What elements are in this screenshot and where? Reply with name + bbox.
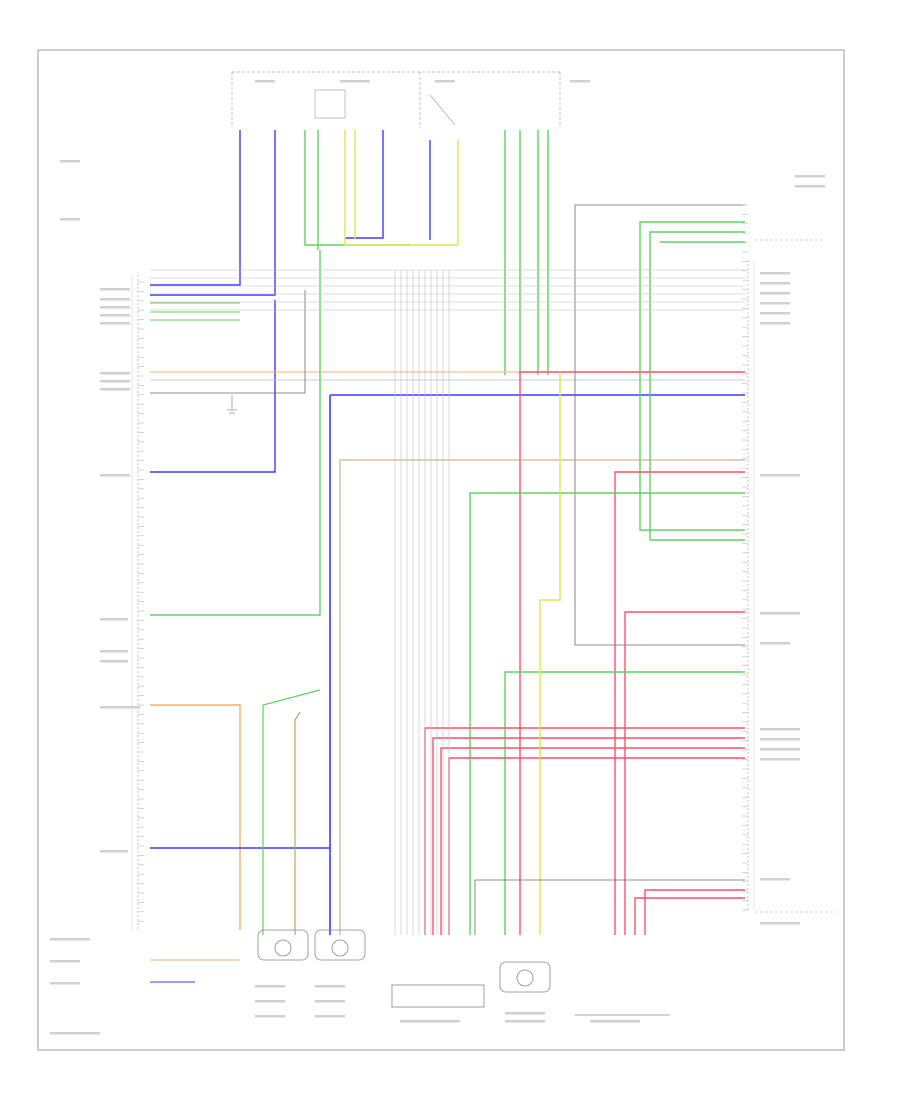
label-mark: [100, 298, 130, 301]
ground-symbol: [227, 395, 237, 414]
wire-red-2: [614, 471, 745, 935]
label-mark: [760, 758, 800, 761]
label-mark: [795, 185, 825, 188]
label-mark: [255, 985, 285, 988]
label-mark: [760, 312, 790, 315]
wire-red-4: [424, 727, 745, 935]
label-mark: [760, 748, 800, 751]
label-mark: [340, 80, 370, 83]
wire-dark-2: [574, 204, 745, 646]
label-mark: [60, 160, 80, 163]
label-mark: [50, 982, 80, 985]
label-mark: [760, 738, 800, 741]
label-mark: [760, 322, 790, 325]
label-mark: [315, 1000, 345, 1003]
label-mark: [100, 474, 130, 477]
label-mark: [760, 292, 790, 295]
label-mark: [50, 938, 90, 941]
right-pin-ticks: [742, 204, 748, 911]
wire-green-12: [649, 231, 745, 541]
wire-tan-2: [294, 711, 301, 935]
label-mark: [255, 1015, 285, 1018]
wire-dark-3: [474, 879, 745, 935]
left-module: [131, 275, 139, 930]
top-fuse-box: [231, 71, 561, 128]
label-mark: [795, 175, 825, 178]
wire-blue-3: [150, 300, 276, 473]
label-mark: [255, 80, 275, 83]
label-mark: [760, 728, 800, 731]
label-mark: [315, 985, 345, 988]
label-mark: [760, 272, 790, 275]
label-mark: [570, 80, 590, 83]
label-mark: [100, 306, 130, 309]
clutch-switch-1: [391, 984, 485, 1008]
label-mark: [760, 474, 800, 477]
label-mark: [60, 218, 80, 221]
wire-blue-4: [345, 130, 384, 239]
label-mark: [760, 302, 790, 305]
right-module: [747, 239, 835, 913]
sensor-input-speed-2: [314, 929, 366, 961]
label-mark: [100, 380, 130, 383]
wire-blue-1: [150, 130, 241, 286]
wire-red-3: [624, 611, 745, 935]
label-mark: [435, 80, 455, 83]
wire-dark-1: [150, 290, 306, 394]
wire-blue-2: [150, 130, 276, 296]
label-marks: [50, 80, 825, 1035]
label-mark: [100, 372, 130, 375]
diagram-border: [37, 49, 845, 1051]
left-pin-ticks: [138, 281, 144, 922]
label-mark: [100, 618, 128, 621]
label-mark: [255, 1000, 285, 1003]
wire-green-1: [304, 130, 410, 246]
label-mark: [100, 314, 130, 317]
sensor-output-speed: [499, 961, 551, 993]
label-mark: [760, 878, 790, 881]
wire-red-9: [634, 897, 745, 935]
label-mark: [760, 612, 800, 615]
wire-green-16: [262, 689, 321, 935]
label-mark: [590, 1020, 640, 1023]
wires: [150, 130, 745, 983]
label-mark: [760, 282, 790, 285]
label-mark: [400, 1020, 460, 1023]
label-mark: [505, 1020, 545, 1023]
label-mark: [50, 960, 80, 963]
wire-green-15: [504, 671, 745, 935]
wire-yellow-1: [344, 130, 459, 246]
label-mark: [760, 922, 800, 925]
label-mark: [100, 322, 130, 325]
wire-green-14: [469, 492, 745, 935]
wire-orange-2: [150, 704, 241, 930]
label-mark: [100, 388, 130, 391]
wire-yellow-3: [539, 372, 561, 935]
wire-tan-1: [339, 459, 745, 935]
wire-red-5: [432, 737, 745, 935]
wire-red-8: [644, 889, 745, 935]
label-mark: [50, 1032, 100, 1035]
label-mark: [315, 1015, 345, 1018]
wire-red-7: [448, 757, 745, 935]
sensor-input-speed-1: [257, 929, 309, 961]
wire-green-10: [150, 250, 321, 616]
wire-red-1: [519, 371, 745, 935]
label-mark: [100, 706, 140, 709]
label-mark: [100, 660, 128, 663]
label-mark: [760, 642, 790, 645]
label-mark: [100, 850, 128, 853]
label-mark: [505, 1012, 545, 1015]
label-mark: [100, 288, 130, 291]
label-mark: [100, 650, 128, 653]
wire-red-6: [440, 747, 745, 935]
wire-green-11: [639, 221, 745, 531]
